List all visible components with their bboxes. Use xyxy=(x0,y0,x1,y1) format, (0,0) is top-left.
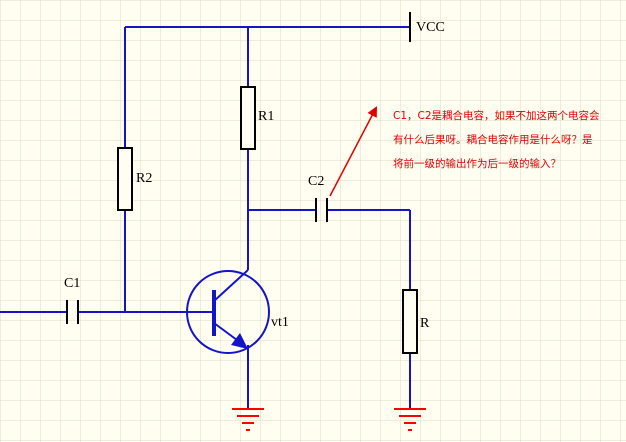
resistor-r xyxy=(402,289,418,354)
r2-label: R2 xyxy=(136,171,152,186)
annotation-line-2: 有什么后果呀。耦合电容作用是什么呀？是 xyxy=(393,133,593,146)
capacitor-c1 xyxy=(66,300,79,324)
c2-label: C2 xyxy=(308,174,324,189)
r-label: R xyxy=(420,316,430,331)
capacitor-c2 xyxy=(315,198,328,222)
r1-label: R1 xyxy=(258,109,274,124)
resistor-r1 xyxy=(240,86,256,150)
annotation-arrow xyxy=(329,106,377,197)
c1-label: C1 xyxy=(64,276,80,291)
vt1-label: vt1 xyxy=(271,315,289,330)
resistor-r2 xyxy=(117,147,133,211)
ground-symbol-right xyxy=(394,408,426,431)
vcc-label: VCC xyxy=(416,20,445,35)
wires xyxy=(0,26,411,408)
ground-symbol-left xyxy=(232,408,264,431)
annotation-line-1: C1，C2是耦合电容，如果不加这两个电容会 xyxy=(393,109,600,122)
annotation-line-3: 将前一级的输出作为后一级的输入？ xyxy=(393,157,561,170)
transistor-vt1 xyxy=(186,269,270,354)
emitter-arrow-icon xyxy=(231,333,248,349)
